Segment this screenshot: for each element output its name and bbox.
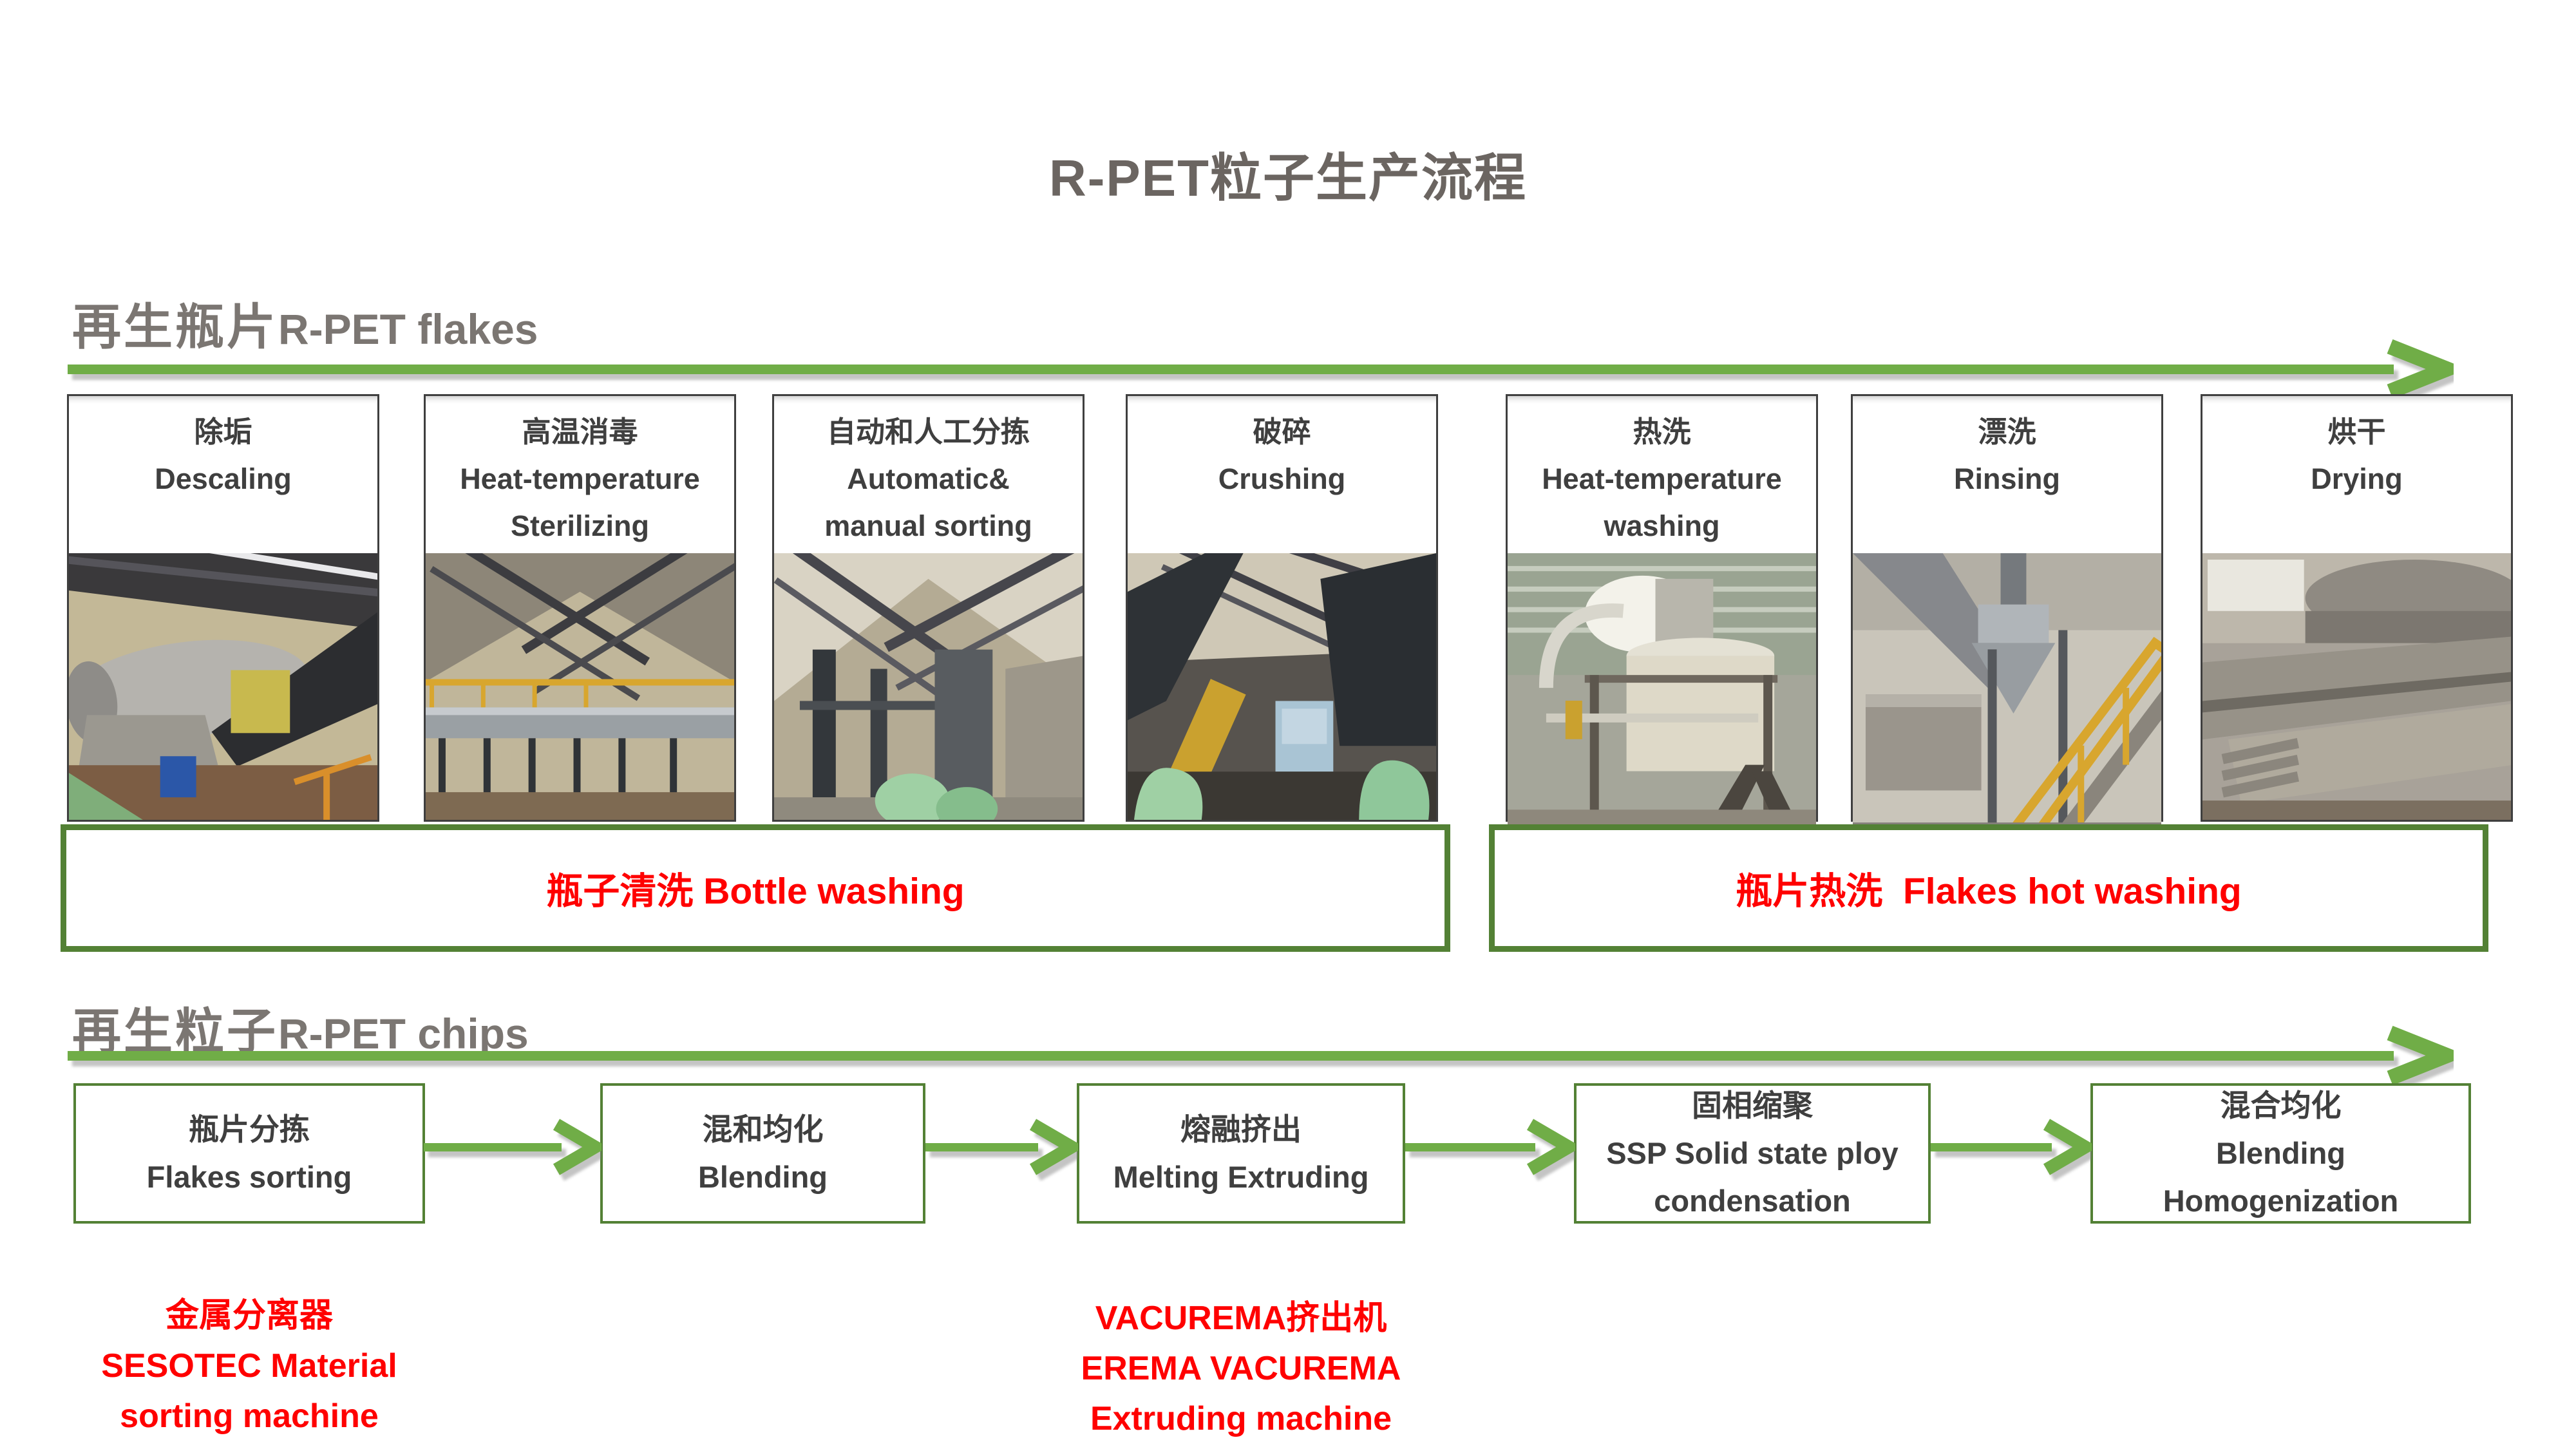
chip-box-blending: 混和均化 Blending [600, 1083, 925, 1224]
annotation-sesotec-text: 金属分离器 SESOTEC Material sorting machine [101, 1297, 397, 1435]
step-label-sorting: 自动和人工分拣 Automatic& manual sorting [774, 396, 1083, 566]
step-box-rinsing: 漂洗 Rinsing [1851, 394, 2163, 848]
step-label-descaling: 除垢 Descaling [69, 396, 377, 566]
step-box-crushing: 破碎 Crushing [1126, 394, 1438, 822]
step-box-drying: 烘干 Drying [2201, 394, 2513, 822]
photo-sorting-image [774, 553, 1083, 820]
chip-box-ssp-condensation: 固相缩聚 SSP Solid state ploy condensation [1574, 1083, 1931, 1224]
step-label-sterilizing: 高温消毒 Heat-temperature Sterilizing [426, 396, 734, 566]
photo-rinsing-image [1853, 553, 2161, 848]
annotation-vacurema-extruder: VACUREMA挤出机 EREMA VACUREMA Extruding mac… [1041, 1243, 1441, 1444]
photo-descaling-image [69, 553, 377, 820]
connector-arrow-1 [424, 1119, 601, 1175]
wash-label-bottle-washing: 瓶子清洗 Bottle washing [546, 871, 965, 912]
step-box-sorting: 自动和人工分拣 Automatic& manual sorting [772, 394, 1084, 822]
wash-label-flakes-hot-washing: 瓶片热洗 Flakes hot washing [1736, 871, 2242, 912]
section-heading-flakes: 再生瓶片R-PET flakes [72, 287, 538, 358]
step-label-drying: 烘干 Drying [2202, 396, 2511, 566]
photo-crushing-image [1128, 553, 1436, 820]
wash-box-flakes-hot-washing: 瓶片热洗 Flakes hot washing [1489, 824, 2488, 952]
chip-label-flakes-sorting: 瓶片分拣 Flakes sorting [146, 1112, 352, 1194]
flakes-flow-arrow [68, 339, 2454, 399]
chip-box-blending-homogenization: 混合均化 Blending Homogenization [2090, 1083, 2471, 1224]
section-heading-chips-en: R-PET chips [278, 1010, 529, 1057]
wash-box-bottle-washing: 瓶子清洗 Bottle washing [61, 824, 1450, 952]
section-heading-chips: 再生粒子R-PET chips [72, 992, 529, 1063]
section-heading-flakes-en: R-PET flakes [278, 305, 538, 353]
step-label-rinsing: 漂洗 Rinsing [1853, 396, 2161, 566]
photo-hot-washing-image [1508, 553, 1816, 848]
step-label-crushing: 破碎 Crushing [1128, 396, 1436, 566]
photo-drying-image [2202, 553, 2511, 820]
chips-flow-arrow [68, 1025, 2454, 1086]
connector-arrow-4 [1931, 1119, 2092, 1175]
chip-label-ssp-condensation: 固相缩聚 SSP Solid state ploy condensation [1606, 1088, 1899, 1218]
step-label-hot-washing: 热洗 Heat-temperature washing [1508, 396, 1816, 566]
chip-label-blending-homogenization: 混合均化 Blending Homogenization [2163, 1088, 2399, 1218]
page-title: R-PET粒子生产流程 [1049, 149, 1527, 207]
step-box-sterilizing: 高温消毒 Heat-temperature Sterilizing [424, 394, 736, 822]
chip-box-melting-extruding: 熔融挤出 Melting Extruding [1077, 1083, 1405, 1224]
connector-arrow-3 [1405, 1119, 1575, 1175]
section-heading-flakes-cjk: 再生瓶片 [72, 300, 278, 355]
photo-sterilizing-image [426, 553, 734, 820]
chip-label-blending: 混和均化 Blending [697, 1112, 828, 1194]
section-heading-chips-cjk: 再生粒子 [72, 1005, 278, 1059]
step-box-descaling: 除垢 Descaling [67, 394, 379, 822]
step-box-hot-washing: 热洗 Heat-temperature washing [1506, 394, 1818, 848]
chip-label-melting-extruding: 熔融挤出 Melting Extruding [1113, 1112, 1369, 1194]
chip-box-flakes-sorting: 瓶片分拣 Flakes sorting [73, 1083, 425, 1224]
connector-arrow-2 [925, 1119, 1078, 1175]
annotation-vacurema-text: VACUREMA挤出机 EREMA VACUREMA Extruding mac… [1081, 1300, 1401, 1437]
annotation-sesotec-sorting-machine: 金属分离器 SESOTEC Material sorting machine [56, 1240, 442, 1441]
